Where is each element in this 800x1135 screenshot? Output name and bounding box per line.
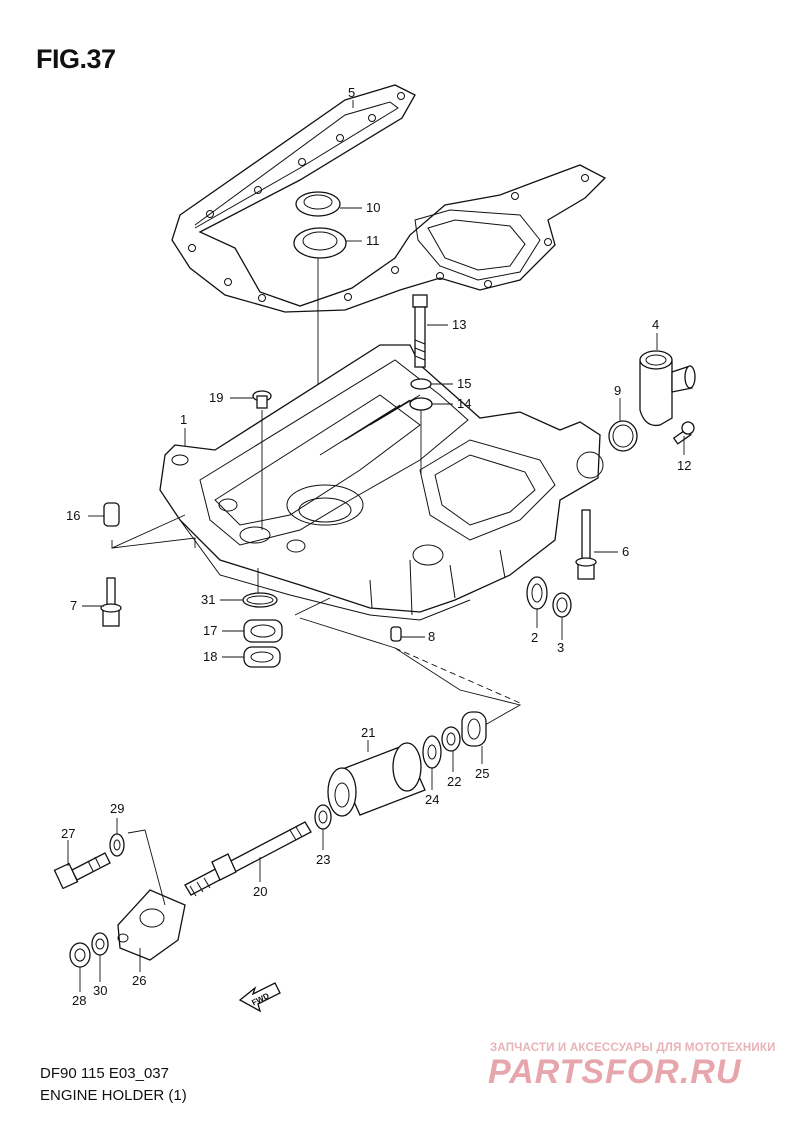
callout-labels: 1 2 3 4 5 6 7 8 9 10 11 12 13 14 15 16 1… [61,85,691,1008]
water-pipe-4 [639,350,696,427]
leader-lines [67,100,685,992]
nut-28 [69,942,91,968]
callout-4: 4 [652,317,659,332]
oil-seal-11 [293,227,347,259]
bolt-7 [100,577,122,627]
gasket-5 [171,84,607,313]
bolt-6 [575,509,597,580]
callout-30: 30 [93,983,107,998]
callout-20: 20 [253,884,267,899]
callout-15: 15 [457,376,471,391]
mount-rubber-21 [327,742,426,817]
callout-23: 23 [316,852,330,867]
forward-arrow-icon: FWD [238,982,281,1013]
callout-24: 24 [425,792,439,807]
figure-name: ENGINE HOLDER (1) [40,1087,187,1104]
washer-14 [409,397,433,411]
callout-9: 9 [614,383,621,398]
callout-31: 31 [201,592,215,607]
watermark-tagline: ЗАПЧАСТИ И АКСЕССУАРЫ ДЛЯ МОТОТЕХНИКИ [490,1042,776,1054]
callout-12: 12 [677,458,691,473]
callout-22: 22 [447,774,461,789]
figure-code: DF90 115 E03_037 [40,1065,169,1082]
oil-seal-18 [243,646,281,668]
callout-5: 5 [348,85,355,100]
bolt-13 [412,294,428,368]
plug-19 [252,390,272,409]
callout-19: 19 [209,390,223,405]
washer-23 [314,804,332,830]
callout-27: 27 [61,826,75,841]
callout-16: 16 [66,508,80,523]
washer-29 [109,833,125,857]
callout-25: 25 [475,766,489,781]
callout-13: 13 [452,317,466,332]
callout-7: 7 [70,598,77,613]
callout-26: 26 [132,973,146,988]
washer-15 [410,378,432,390]
callout-3: 3 [557,640,564,655]
bolt-27 [53,852,111,890]
circlip-31 [242,592,278,608]
dowel-16 [103,502,120,527]
nut-22 [441,726,461,752]
callout-14: 14 [457,396,471,411]
bearing-17 [243,619,283,643]
stud-bolt-20 [184,821,312,897]
pin-8 [390,626,402,642]
collar-25 [461,711,487,747]
washer-30 [91,932,109,956]
washer-24 [422,735,442,769]
engine-holder-1 [159,344,604,621]
callout-11: 11 [366,233,380,248]
bracket-26 [117,889,186,961]
drain-plug-3 [552,592,572,618]
callout-21: 21 [361,725,375,740]
callout-2: 2 [531,630,538,645]
callout-17: 17 [203,623,217,638]
callout-10: 10 [366,200,380,215]
callout-18: 18 [203,649,217,664]
callout-29: 29 [110,801,124,816]
oil-seal-10 [295,191,341,217]
callout-1: 1 [180,412,187,427]
figure-title: FIG.37 [36,44,116,74]
watermark-logo: PARTSFOR.RU [488,1053,742,1091]
callout-6: 6 [622,544,629,559]
callout-8: 8 [428,629,435,644]
callout-28: 28 [72,993,86,1008]
bolt-12 [672,421,695,445]
washer-2 [526,576,548,610]
